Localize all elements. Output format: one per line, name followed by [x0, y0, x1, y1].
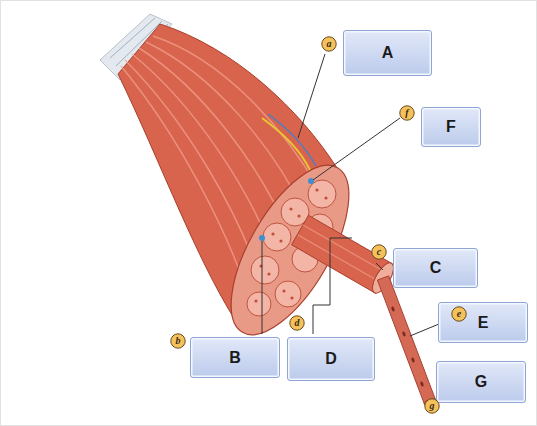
label-box: D: [287, 337, 375, 381]
callout-letter: f: [399, 105, 415, 121]
callout-circle-shape: [372, 245, 386, 259]
callout-circle-shape: [452, 307, 466, 321]
label-box: G: [436, 361, 526, 403]
label-text: B: [229, 349, 241, 367]
callout-text: a: [327, 39, 332, 49]
leader-lines: [262, 54, 451, 336]
callout-text: f: [405, 108, 408, 118]
label-box: A: [343, 30, 432, 76]
label-text: F: [446, 118, 456, 136]
callout-circle-shape: [400, 106, 414, 120]
label-box: E: [438, 302, 528, 343]
label-box: F: [421, 107, 481, 147]
callout-letter: a: [321, 36, 337, 52]
callout-text: c: [377, 247, 381, 257]
callout-text: b: [176, 336, 181, 346]
vessel-dot: [259, 235, 265, 241]
label-text: C: [430, 259, 442, 277]
label-text: A: [382, 44, 394, 62]
callout-circle-shape: [171, 334, 185, 348]
callout-text: d: [295, 318, 300, 328]
nerve: [262, 118, 310, 170]
label-text: G: [475, 373, 487, 391]
callout-circle-shape: [290, 316, 304, 330]
callout-letter: b: [170, 333, 186, 349]
callout-text: g: [430, 401, 435, 411]
muscle-fiber: [377, 276, 435, 404]
callout-letter: g: [424, 398, 440, 414]
callout-letter: c: [371, 244, 387, 260]
callout-circle-shape: [425, 399, 439, 413]
callout-circle-shape: [322, 37, 336, 51]
label-box: C: [393, 248, 478, 288]
label-text: E: [478, 314, 489, 332]
callout-letter: e: [451, 306, 467, 322]
nuclei: [391, 306, 424, 387]
label-box: B: [190, 337, 280, 378]
blood-vessel: [268, 114, 316, 166]
label-text: D: [325, 350, 337, 368]
callout-text: e: [457, 309, 461, 319]
vessel-dot: [308, 178, 314, 184]
callout-letter: d: [289, 315, 305, 331]
